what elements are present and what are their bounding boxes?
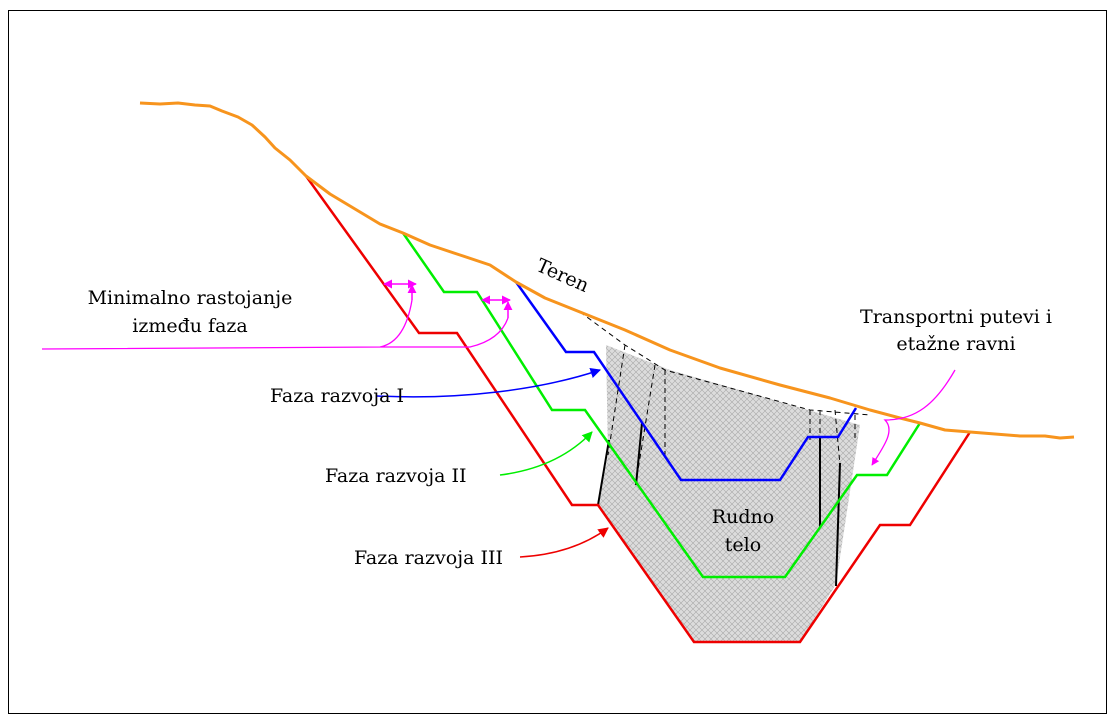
min-distance-markers — [383, 279, 513, 318]
phase-3-contour — [304, 175, 972, 644]
open-pit-diagram: Teren Minimalno rastojanje između faza T… — [8, 10, 1107, 714]
min-distance-leader — [41, 299, 509, 350]
phase-1-contour — [514, 281, 858, 482]
min-distance-label-2: između faza — [132, 315, 247, 337]
transport-label-2: etažne ravni — [896, 333, 1015, 355]
ore-limit-lines — [597, 422, 841, 587]
phase-2-leader — [499, 431, 593, 476]
phase-1-leader — [376, 368, 601, 398]
transport-label-1: Transportni putevi i — [860, 306, 1052, 328]
phase-1-label: Faza razvoja I — [270, 385, 404, 407]
phase-2-label: Faza razvoja II — [325, 465, 466, 487]
terrain-line — [139, 101, 1075, 440]
ore-body-label-1: Rudno — [712, 506, 774, 528]
phase-3-label: Faza razvoja III — [354, 547, 503, 569]
ore-body — [598, 345, 860, 642]
min-distance-label-1: Minimalno rastojanje — [88, 287, 293, 309]
diagram-frame — [8, 10, 1107, 714]
ore-body-label-2: telo — [725, 534, 761, 556]
teren-label: Teren — [533, 254, 592, 296]
phase-2-contour — [401, 232, 922, 579]
phase-3-leader — [519, 527, 609, 558]
transport-leader — [871, 369, 956, 466]
